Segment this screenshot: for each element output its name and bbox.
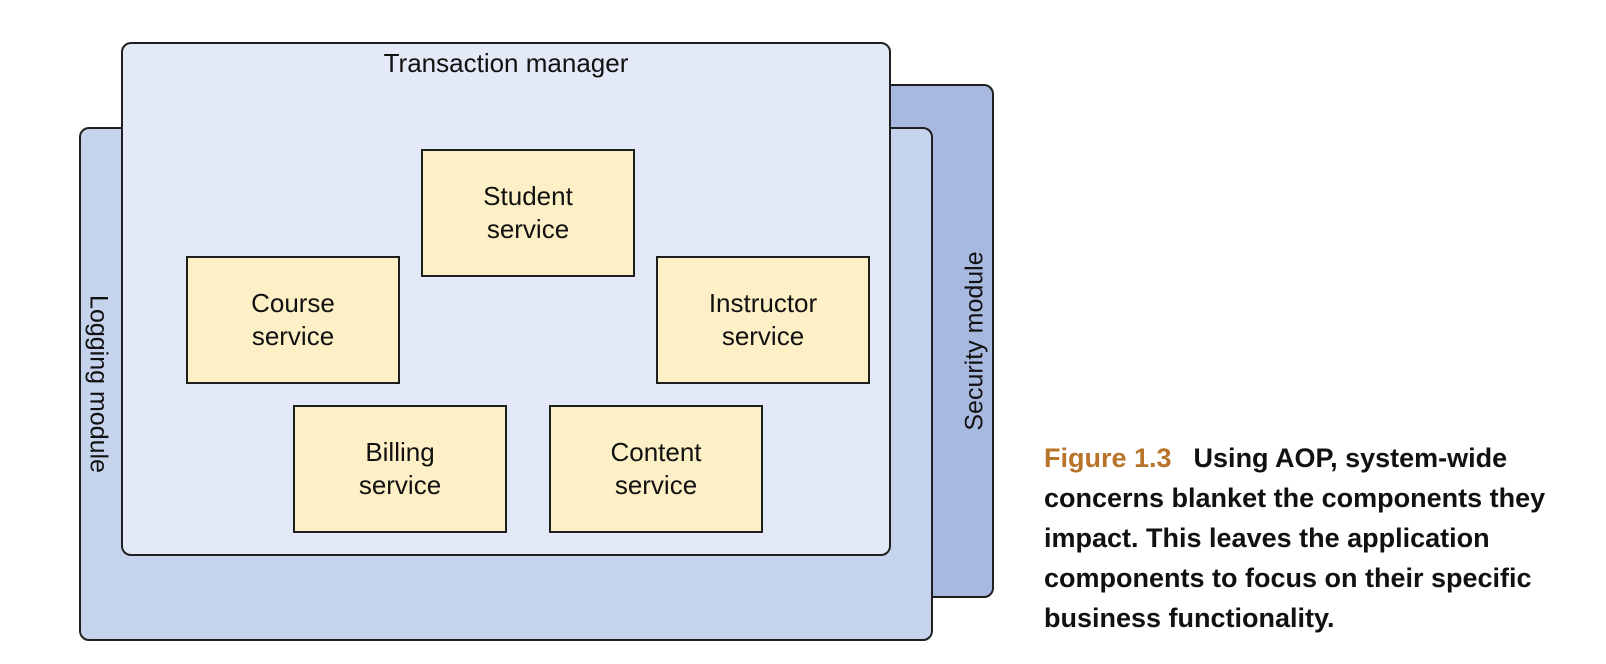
security-module-label: Security module (960, 251, 989, 431)
instructor-service-line1: Instructor (708, 288, 818, 318)
content-service-line1: Content (610, 437, 702, 467)
course-service-box: Course service (186, 256, 400, 384)
figure-caption-label: Figure 1.3 (1044, 443, 1172, 473)
figure-caption-text: Using AOP, system-wide concerns blanket … (1044, 443, 1546, 633)
student-service-line2: service (486, 214, 570, 244)
billing-service-box: Billing service (293, 405, 507, 533)
student-service-line1: Student (483, 181, 573, 211)
content-service-line2: service (614, 470, 698, 500)
logging-module-label: Logging module (84, 295, 113, 473)
course-service-line1: Course (251, 288, 335, 318)
content-service-box: Content service (549, 405, 763, 533)
instructor-service-line2: service (721, 321, 805, 351)
billing-service-line1: Billing (365, 437, 435, 467)
student-service-box: Student service (421, 149, 635, 277)
billing-service-line2: service (358, 470, 442, 500)
course-service-line2: service (251, 321, 335, 351)
instructor-service-box: Instructor service (656, 256, 870, 384)
transaction-manager-label: Transaction manager (383, 48, 629, 78)
